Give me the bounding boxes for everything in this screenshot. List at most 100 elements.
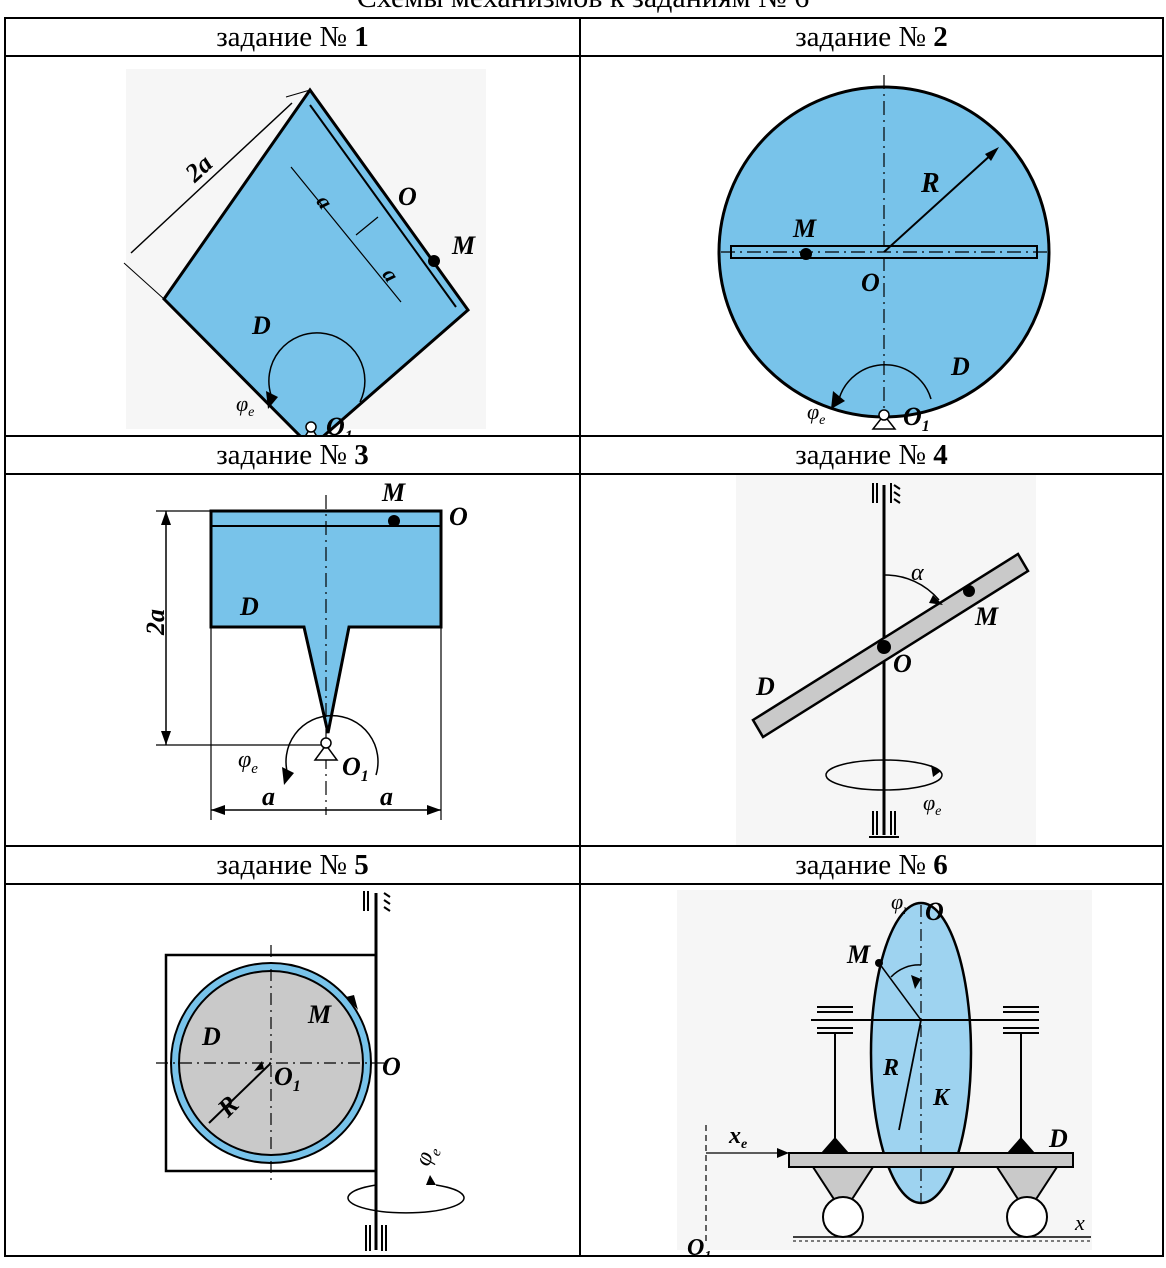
task-6-phi-arrow — [911, 975, 921, 989]
task-3-point-M — [388, 515, 400, 527]
page-title: Схемы механизмов к заданиям № 6 — [0, 0, 1166, 18]
task-2-number: 2 — [933, 21, 948, 53]
task-5-D-label: D — [201, 1022, 221, 1051]
task-4-angle-arrow — [929, 595, 943, 605]
task-5-number: 5 — [354, 849, 369, 881]
task-4-rotation-ellipse — [825, 759, 943, 791]
task-3-rotation-arc — [285, 714, 379, 776]
task-3-dim-a-arrow-right — [427, 805, 441, 815]
task-5-O1-label: O1 — [274, 1062, 301, 1095]
task-3-dim-arrow-top — [161, 511, 171, 525]
task-6-radius-line — [898, 1019, 922, 1131]
task-1-dim-a-line — [290, 166, 402, 303]
task-6-point-M — [875, 959, 883, 967]
task-5-radius-arrow — [254, 1061, 264, 1071]
task-2-rotation-arc — [838, 363, 932, 400]
task-1-O1-label: O1 — [326, 412, 353, 435]
task-5-radius-line — [208, 1062, 272, 1124]
task-3-M-label: M — [381, 478, 406, 507]
task-1-cell: 2a a a O M D φe O1 — [4, 55, 581, 437]
task-6-phi-arc — [890, 964, 922, 978]
task-6-wheel-right — [1006, 1196, 1048, 1238]
task-6-carrier-right — [995, 1166, 1059, 1215]
task-1-phi-label: φe — [236, 391, 254, 420]
task-3-dim-arrow-bottom — [161, 731, 171, 745]
task-2-M-label: M — [792, 214, 817, 243]
task-5-top-bearing — [363, 891, 391, 912]
task-4-prefix: задание № — [795, 439, 927, 471]
task-1-header: задание № 1 — [4, 17, 581, 57]
task-4-O-label: O — [893, 649, 912, 678]
task-4-phi-label: φe — [923, 790, 941, 819]
task-4-M-label: M — [974, 602, 999, 631]
task-3-rotation-arrow — [282, 767, 294, 785]
task-2-pivot-hinge — [878, 409, 890, 421]
tasks-table: задание № 1 задание № 2 2 a a — [4, 17, 1164, 1257]
task-3-pivot-hinge — [320, 737, 332, 749]
task-1-O-label: O — [398, 182, 417, 211]
task-3-pivot-support — [313, 743, 339, 761]
task-3-body — [209, 509, 443, 734]
task-1-rotation-arc — [268, 332, 366, 403]
task-2-radius-line — [883, 152, 994, 253]
task-4-rotation-arrow — [931, 765, 941, 777]
task-5-cell: R D M O O1 φe — [4, 883, 581, 1257]
task-1-point-M — [428, 255, 440, 267]
task-6-M-line — [878, 962, 922, 1021]
task-2-phi-label: φe — [807, 399, 825, 428]
task-1-number: 1 — [354, 21, 369, 53]
task-5-bottom-bearing — [365, 1225, 387, 1251]
task-3-phi-label: φe — [238, 747, 258, 777]
task-1-diagram: 2a a a O M D φe O1 — [123, 69, 486, 435]
task-4-alpha-label: α — [911, 560, 924, 586]
task-1-prefix: задание № — [216, 21, 348, 53]
task-2-header: задание № 2 — [579, 17, 1164, 57]
task-1-pivot-hinge — [305, 421, 317, 433]
task-6-weld-left — [821, 1137, 849, 1153]
task-1-dim-a-tick — [355, 216, 379, 236]
task-1-rotation-arrow — [266, 391, 278, 409]
task-2-O1-label: O1 — [903, 402, 930, 435]
task-4-cell: α M O D φe — [579, 473, 1164, 847]
task-6-xaxis-label: x — [1074, 1210, 1085, 1235]
task-5-rotation-arrow — [426, 1175, 436, 1185]
task-4-top-bearing — [872, 483, 901, 504]
task-6-left-support — [817, 1006, 853, 1140]
task-3-number: 3 — [354, 439, 369, 471]
task-1-dim-2a-line — [130, 102, 293, 254]
task-5-header: задание № 5 — [4, 845, 581, 885]
task-6-xe-label: xe — [728, 1123, 747, 1152]
task-6-R-label: R — [882, 1055, 899, 1081]
task-3-a1-label: a — [262, 782, 275, 811]
task-3-D-label: D — [239, 592, 259, 621]
task-4-point-M — [963, 585, 975, 597]
task-5-M-label: M — [307, 1000, 332, 1029]
task-2-R-label: R — [920, 168, 940, 199]
task-3-a2-label: a — [380, 782, 393, 811]
task-5-diagram: R D M O O1 φe — [156, 891, 465, 1251]
task-2-rotation-arrow — [831, 391, 845, 409]
task-6-M-label: M — [846, 940, 871, 969]
task-6-O1-label: O1 — [687, 1235, 711, 1255]
task-6-cell: R K M O φr D — [579, 883, 1164, 1257]
task-2-point-M — [800, 248, 812, 260]
task-1-dim-ext-1 — [123, 262, 165, 300]
task-6-K-label: K — [932, 1085, 951, 1111]
task-6-phi-label: φr — [891, 889, 909, 918]
task-6-xe-arrow — [777, 1148, 789, 1158]
task-2-cell: R M O D φe O1 — [579, 55, 1164, 437]
task-6-diagram: R K M O φr D — [677, 889, 1092, 1255]
task-1-slot-line — [309, 104, 457, 308]
task-4-hinge-point — [877, 640, 891, 654]
task-1-D-label: D — [251, 311, 271, 340]
task-6-right-support — [1003, 1006, 1039, 1140]
task-6-number: 6 — [933, 849, 948, 881]
task-5-O-label: O — [382, 1052, 401, 1081]
task-5-phi-label: φe — [410, 1141, 445, 1170]
task-2-radius-arrow — [985, 147, 999, 161]
task-6-wheel-left — [822, 1196, 864, 1238]
task-6-platform — [788, 1152, 1074, 1168]
task-2-pivot-support — [871, 413, 897, 430]
task-4-angle-arc — [883, 574, 940, 601]
task-6-O-label: O — [925, 897, 944, 926]
